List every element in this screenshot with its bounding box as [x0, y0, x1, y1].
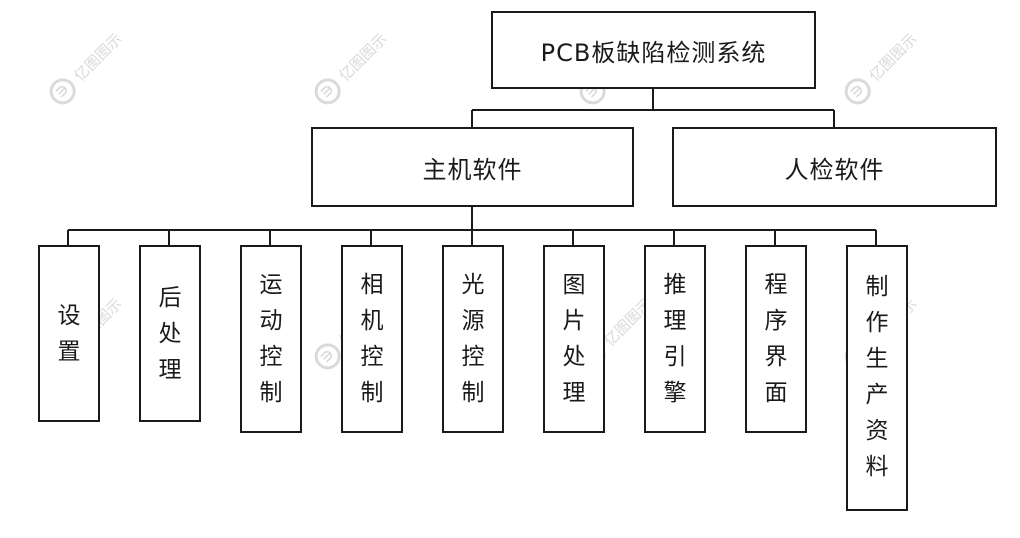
module-label: 运动控制	[259, 272, 283, 406]
module-label: 推理引擎	[663, 272, 687, 406]
node-main-software: 主机软件	[311, 127, 634, 207]
module-label: 相机控制	[360, 272, 384, 406]
root-node: PCB板缺陷检测系统	[491, 11, 816, 89]
module-label: 制作生产资料	[865, 274, 889, 480]
module-label: 图片处理	[562, 272, 586, 406]
module-camera-control: 相机控制	[341, 245, 403, 433]
module-label: 光源控制	[461, 272, 485, 406]
module-label: 设置	[57, 302, 81, 365]
module-motion-control: 运动控制	[240, 245, 302, 433]
module-label: 后处理	[158, 284, 182, 383]
node-main-software-label: 主机软件	[422, 155, 523, 184]
module-program-interface: 程序界面	[745, 245, 807, 433]
module-inference-engine: 推理引擎	[644, 245, 706, 433]
module-image-processing: 图片处理	[543, 245, 605, 433]
node-manual-inspection-software-label: 人检软件	[784, 155, 885, 184]
module-production-data: 制作生产资料	[846, 245, 908, 511]
module-settings: 设置	[38, 245, 100, 422]
module-light-control: 光源控制	[442, 245, 504, 433]
node-manual-inspection-software: 人检软件	[672, 127, 997, 207]
module-post-processing: 后处理	[139, 245, 201, 422]
root-node-label: PCB板缺陷检测系统	[540, 38, 767, 67]
module-label: 程序界面	[764, 272, 788, 406]
